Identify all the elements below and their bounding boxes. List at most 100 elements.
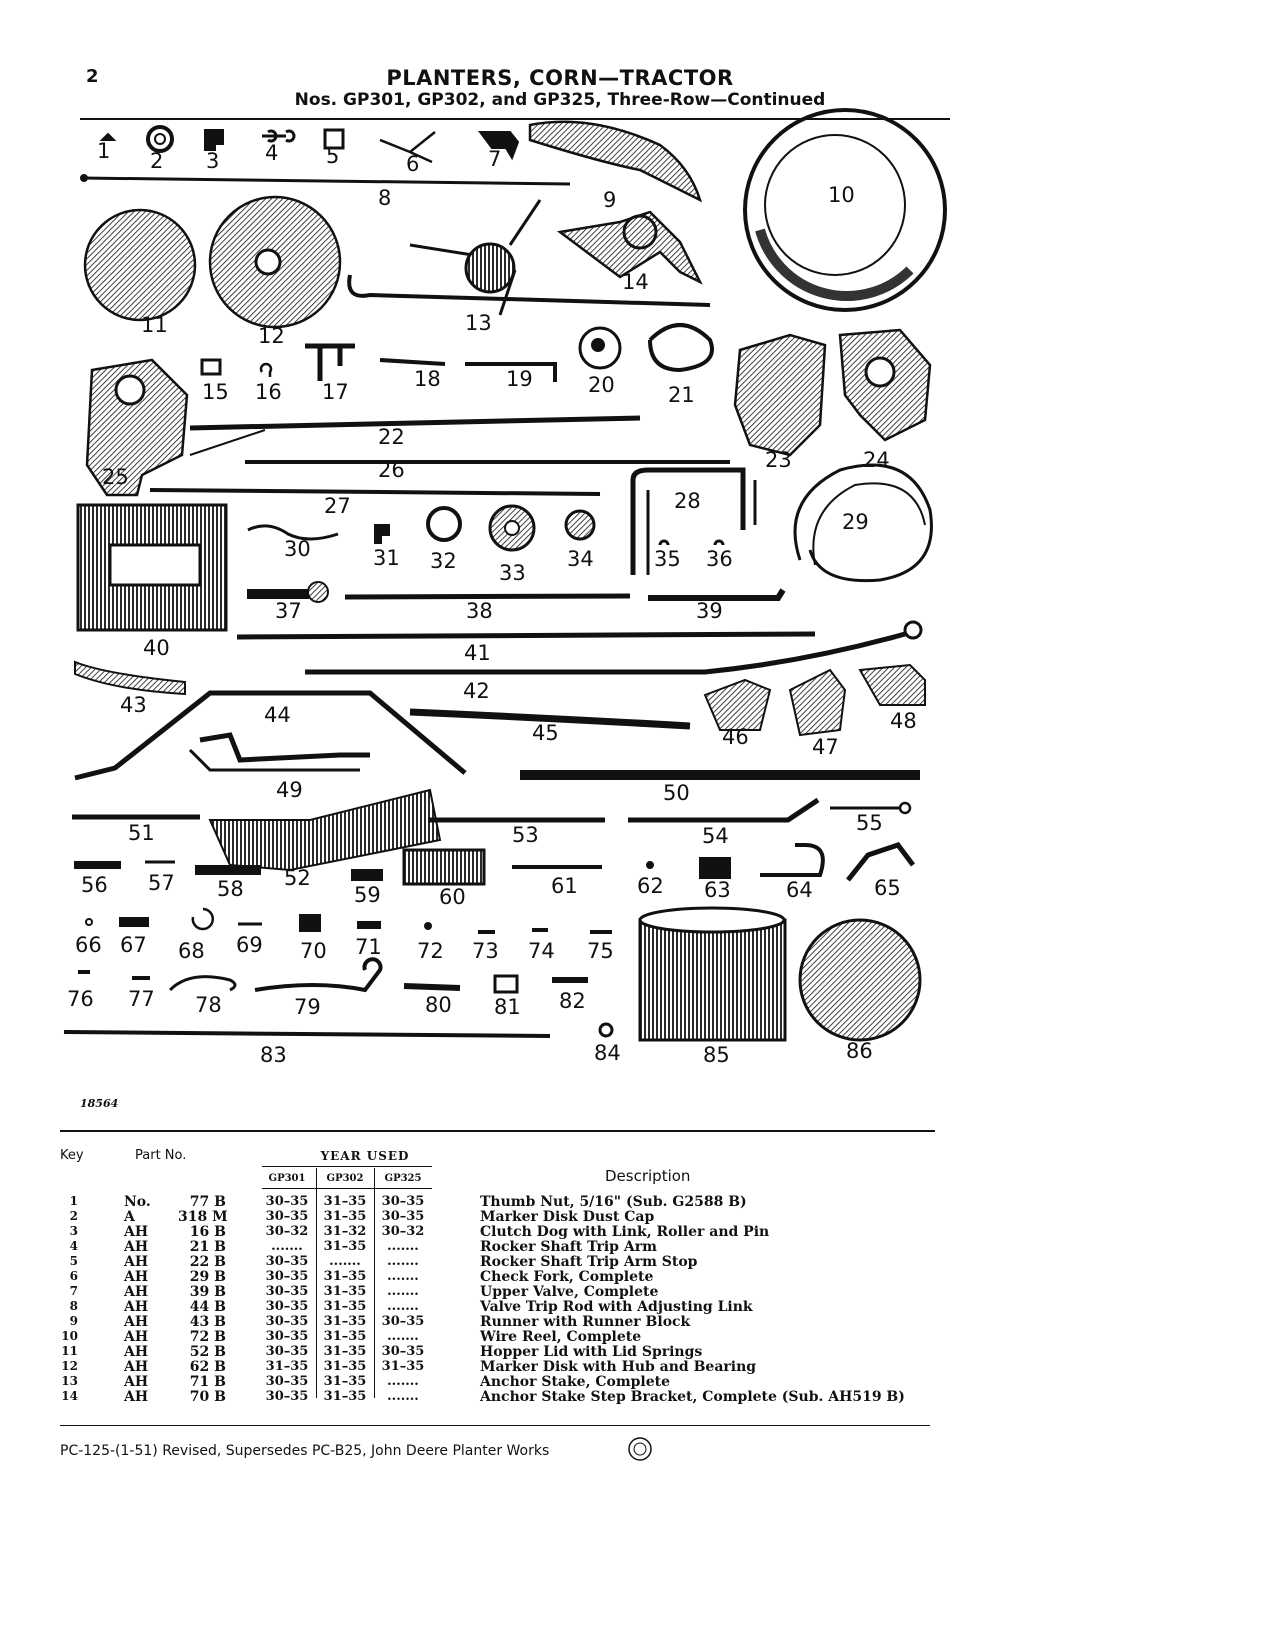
callout-36: 36	[706, 547, 733, 571]
callout-52: 52	[284, 866, 311, 890]
hopper-lid-icon	[83, 208, 197, 322]
row-description: Valve Trip Rod with Adjusting Link	[480, 1299, 753, 1315]
row-gp325: .......	[387, 1254, 419, 1269]
row-part-number: 16 B	[189, 1224, 226, 1240]
callout-66: 66	[75, 933, 102, 957]
row-gp301: 30–35	[265, 1374, 309, 1389]
callout-74: 74	[528, 939, 555, 963]
row-gp325: 30–35	[381, 1194, 425, 1209]
page-number: 2	[86, 66, 99, 87]
callout-31: 31	[373, 546, 400, 570]
row-prefix: AH	[124, 1314, 149, 1330]
row-key: 1	[69, 1194, 78, 1208]
row-gp301: 30–35	[265, 1209, 309, 1224]
row-part-number: 44 B	[189, 1299, 226, 1315]
callout-26: 26	[378, 458, 405, 482]
callout-44: 44	[264, 703, 291, 727]
callout-70: 70	[300, 939, 327, 963]
page-subtitle: Nos. GP301, GP302, and GP325, Three-Row—…	[294, 90, 826, 110]
row-gp302: 31–35	[323, 1194, 367, 1209]
row-gp325: 31–35	[381, 1359, 425, 1374]
callout-56: 56	[81, 873, 108, 897]
feed-housing-icon	[733, 333, 827, 457]
row-gp301: 30–32	[265, 1224, 309, 1239]
callout-77: 77	[128, 987, 155, 1011]
callout-43: 43	[120, 693, 147, 717]
callout-59: 59	[354, 883, 381, 907]
row-description: Wire Reel, Complete	[480, 1329, 642, 1345]
row-key: 10	[61, 1329, 78, 1343]
housing-icon	[85, 358, 189, 497]
callout-11: 11	[141, 313, 168, 337]
callout-8: 8	[378, 186, 391, 210]
callout-69: 69	[236, 933, 263, 957]
callout-67: 67	[120, 933, 147, 957]
callout-9: 9	[603, 188, 616, 212]
callout-55: 55	[856, 811, 883, 835]
callout-23: 23	[765, 448, 792, 472]
callout-84: 84	[594, 1041, 621, 1065]
callout-6: 6	[406, 152, 419, 176]
callout-73: 73	[472, 939, 499, 963]
row-description: Upper Valve, Complete	[480, 1284, 659, 1300]
callout-27: 27	[324, 494, 351, 518]
row-gp301: .......	[271, 1239, 303, 1254]
row-key: 13	[61, 1374, 78, 1388]
wire-coil-icon	[793, 463, 933, 583]
row-gp301: 30–35	[265, 1254, 309, 1269]
row-gp325: .......	[387, 1329, 419, 1344]
row-prefix: AH	[124, 1284, 149, 1300]
row-description: Marker Disk Dust Cap	[480, 1209, 655, 1225]
clutch-dog-icon	[204, 129, 224, 151]
row-part-number: 77 B	[189, 1194, 226, 1210]
callout-28: 28	[674, 489, 701, 513]
row-part-number: 39 B	[189, 1284, 226, 1300]
callout-29: 29	[842, 510, 869, 534]
callout-53: 53	[512, 823, 539, 847]
row-description: Rocker Shaft Trip Arm Stop	[480, 1254, 698, 1270]
row-gp301: 30–35	[265, 1284, 309, 1299]
callout-75: 75	[587, 939, 614, 963]
row-gp302: .......	[329, 1254, 361, 1269]
can-lid-icon	[798, 918, 922, 1042]
row-part-number: 62 B	[189, 1359, 226, 1375]
row-prefix: AH	[124, 1224, 149, 1240]
callout-4: 4	[265, 141, 278, 165]
callout-17: 17	[322, 380, 349, 404]
callout-50: 50	[663, 781, 690, 805]
row-gp302: 31–35	[323, 1359, 367, 1374]
callout-15: 15	[202, 380, 229, 404]
row-prefix: AH	[124, 1239, 149, 1255]
row-prefix: AH	[124, 1344, 149, 1360]
row-gp301: 30–35	[265, 1329, 309, 1344]
callout-1: 1	[97, 139, 110, 163]
row-gp302: 31–35	[323, 1344, 367, 1359]
footer-rule	[60, 1425, 930, 1426]
callout-68: 68	[178, 939, 205, 963]
row-description: Check Fork, Complete	[480, 1269, 654, 1285]
row-prefix: AH	[124, 1269, 149, 1285]
year-used-rule	[262, 1166, 432, 1167]
row-description: Hopper Lid with Lid Springs	[480, 1344, 703, 1360]
row-key: 14	[61, 1389, 78, 1403]
row-key: 6	[69, 1269, 78, 1283]
row-gp325: .......	[387, 1269, 419, 1284]
row-description: Runner with Runner Block	[480, 1314, 691, 1330]
callout-46: 46	[722, 725, 749, 749]
row-gp301: 30–35	[265, 1314, 309, 1329]
callout-86: 86	[846, 1039, 873, 1063]
row-gp302: 31–35	[323, 1209, 367, 1224]
row-part-number: 72 B	[189, 1329, 226, 1345]
callout-13: 13	[465, 311, 492, 335]
row-description: Thumb Nut, 5/16" (Sub. G2588 B)	[480, 1194, 747, 1210]
row-gp325: 30–35	[381, 1344, 425, 1359]
row-gp301: 30–35	[265, 1389, 309, 1404]
row-part-number: 22 B	[189, 1254, 226, 1270]
row-prefix: A	[124, 1209, 135, 1225]
anchor-stake-icon	[347, 274, 711, 307]
row-gp302: 31–35	[323, 1284, 367, 1299]
callout-41: 41	[464, 641, 491, 665]
callout-20: 20	[588, 373, 615, 397]
callout-64: 64	[786, 878, 813, 902]
callout-63: 63	[704, 878, 731, 902]
